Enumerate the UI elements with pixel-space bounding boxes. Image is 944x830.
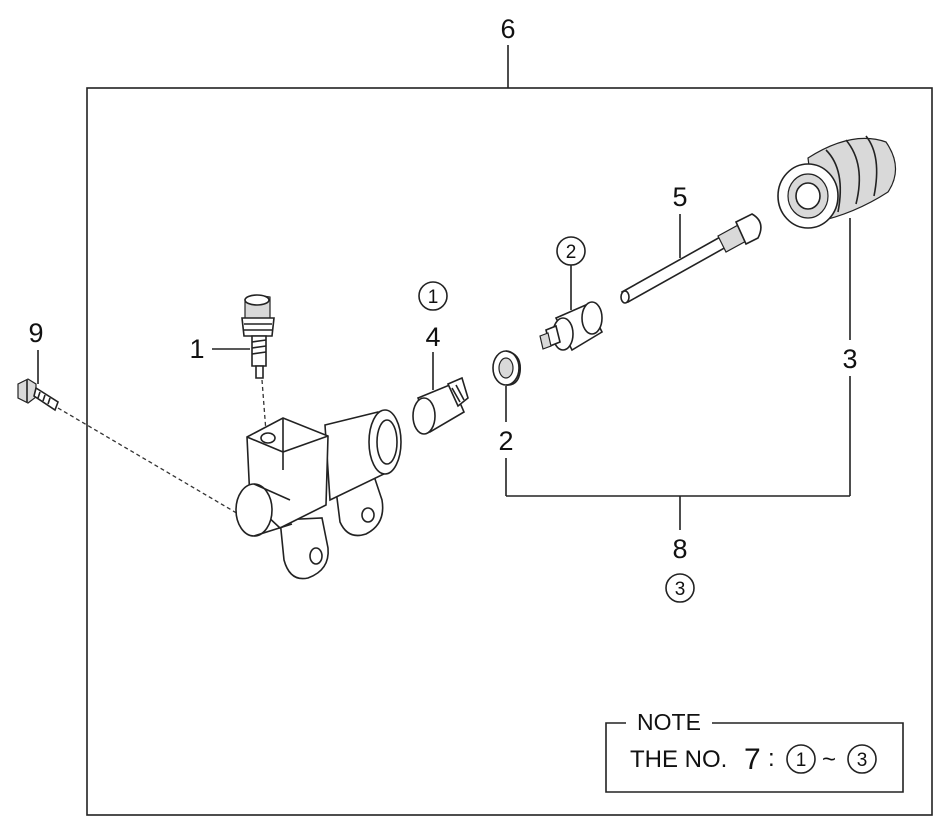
cap-part-4	[412, 376, 469, 435]
callout-6: 6	[500, 14, 515, 44]
assembly-frame	[86, 87, 933, 816]
note-box: NOTE THE NO. 7 : 1 ~ 3	[605, 709, 904, 793]
note-colon: :	[768, 745, 775, 772]
callout-9: 9	[28, 318, 43, 348]
callout-2-lower: 2	[498, 426, 513, 456]
callout-3: 3	[842, 344, 857, 374]
cylinder-body	[235, 409, 402, 580]
callout-8: 8	[672, 534, 687, 564]
circled-marker-2: 2	[566, 242, 577, 263]
bolt-dashed-path	[57, 407, 241, 516]
bolt-part-9	[17, 378, 59, 412]
bleeder-dashed-path	[261, 379, 267, 433]
note-circled-from-ring	[786, 744, 816, 774]
note-circled-from: 1	[796, 750, 807, 771]
note-circled-to-ring	[847, 744, 877, 774]
callout-1: 1	[189, 334, 204, 364]
bleeder-screw-part-1	[241, 294, 275, 379]
dust-boot-part-3	[777, 135, 897, 229]
seal-ring-part-2	[492, 350, 522, 386]
circled-marker-3-ring	[665, 573, 695, 603]
circled-marker-1: 1	[428, 287, 439, 308]
piston-part	[539, 301, 604, 352]
callout-4: 4	[425, 322, 440, 352]
note-title: NOTE	[637, 709, 701, 735]
push-rod-part-5	[620, 213, 762, 304]
circled-marker-3: 3	[675, 579, 686, 600]
note-number: 7	[744, 743, 761, 776]
note-circled-to: 3	[857, 750, 868, 771]
circled-marker-1-ring	[418, 281, 448, 311]
callout-5: 5	[672, 182, 687, 212]
note-tilde: ~	[822, 746, 836, 773]
note-prefix: THE NO.	[630, 746, 727, 773]
